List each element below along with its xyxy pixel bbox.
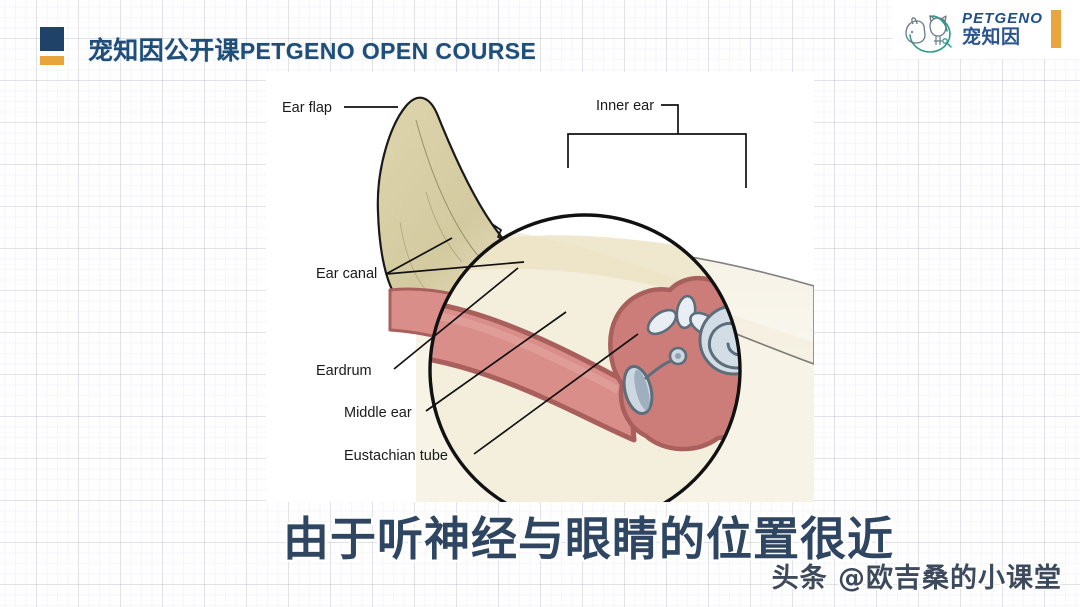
label-inner-ear: Inner ear <box>596 98 654 114</box>
watermark: 头条 @欧吉桑的小课堂 <box>771 563 1062 594</box>
slide-caption: 由于听神经与眼睛的位置很近 <box>282 511 895 568</box>
ear-anatomy-illustration: Ear flap Ear canal Inner ear Eardrum Mid… <box>266 72 814 502</box>
page-title: 宠知因公开课PETGENO OPEN COURSE <box>88 31 536 67</box>
label-eardrum: Eardrum <box>316 363 372 379</box>
navy-square-icon <box>40 27 64 51</box>
logo-accent-bar-icon <box>1051 10 1062 48</box>
brand-name-en: PETGENO <box>962 10 1044 27</box>
label-ear-flap: Ear flap <box>282 100 332 116</box>
label-middle-ear: Middle ear <box>344 405 412 421</box>
brand-name-cn: 宠知因 <box>962 26 1021 48</box>
pet-dog-cat-circle-icon <box>900 5 960 53</box>
brand-logo-text: PETGENO 宠知因 <box>962 11 1043 47</box>
page-title-cn: 宠知因公开课 <box>88 37 240 65</box>
brand-logo: PETGENO 宠知因 <box>894 0 1080 58</box>
label-ear-canal: Ear canal <box>316 266 377 282</box>
page-title-en: PETGENO OPEN COURSE <box>239 38 537 64</box>
label-eustachian-tube: Eustachian tube <box>344 448 448 464</box>
header-markers <box>40 27 64 65</box>
ear-anatomy-svg: Ear flap Ear canal Inner ear Eardrum Mid… <box>282 96 814 502</box>
orange-bar-icon <box>40 56 64 65</box>
